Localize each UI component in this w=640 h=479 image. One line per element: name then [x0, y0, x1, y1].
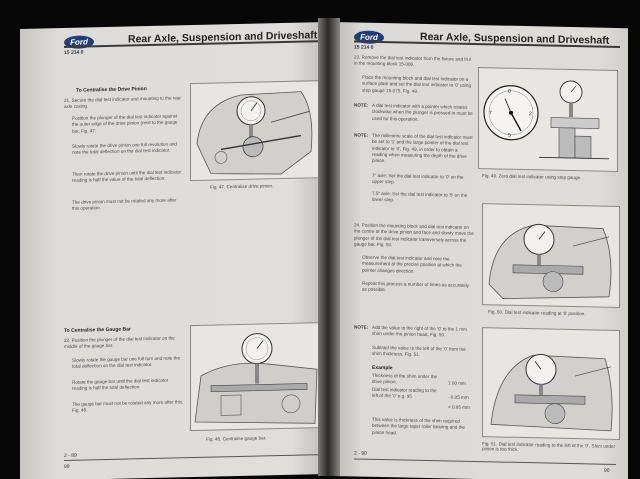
footer-rule [354, 458, 616, 465]
gauge-bar-illustration [194, 333, 318, 424]
note-text: A dial test indicator with a pointer whi… [372, 102, 473, 122]
step-text: Place the mounting block and dial test i… [362, 74, 472, 94]
figure-caption: Fig. 50. Dial test indicator reading at … [488, 309, 586, 317]
figure-49: 0 2 5 7 [478, 67, 618, 172]
step-text: 23. Remove the dial test indicator from … [354, 54, 472, 68]
book-gutter [318, 18, 340, 476]
footer-mark: 89 [64, 463, 70, 470]
step-text: 24. Position the mounting block and dial… [354, 222, 474, 248]
step-text: 21. Secure the dial test indicator and m… [64, 95, 181, 110]
note-label: NOTE: [354, 132, 369, 138]
section-heading: To Centralise the Gauge Bar [64, 326, 131, 334]
svg-text:7: 7 [489, 110, 492, 116]
page-number: 2 - 90 [354, 450, 367, 457]
figure-48 [190, 322, 322, 432]
example-row-value: = 0.95 mm [448, 404, 470, 410]
section-heading: To Centralise the Drive Pinion [76, 86, 147, 94]
example-heading: Example [372, 364, 393, 372]
footer-mark: 90 [604, 467, 610, 474]
step-text: Observe the dial test indicator and note… [362, 254, 462, 274]
figure-caption: Fig. 49. Zero dial test indicator using … [482, 173, 582, 181]
step-text: Rotate the gauge bar until the dial test… [72, 377, 169, 392]
axle-note: 7" axle: Set the dial test indicator to … [372, 172, 464, 185]
note-text: Subtract the value to the left of the '0… [372, 344, 466, 358]
step-text: Position the plunger of the dial test in… [72, 113, 178, 134]
figure-50 [482, 203, 620, 309]
note-text: The millimetre scale of the dial test in… [372, 132, 473, 164]
note-label: NOTE: [354, 102, 369, 108]
example-row-value: 1.00 mm [448, 380, 466, 386]
axle-note: 7.5" axle: Set the dial test indicator t… [372, 190, 468, 203]
shim-reading-illustration [490, 353, 613, 432]
example-row-value: - 0.05 mm [448, 394, 469, 400]
step-text: Repeat this process a number of times as… [362, 280, 469, 293]
step-text: 22. Position the plunger of the dial tes… [64, 335, 175, 350]
page-number: 2 - 89 [64, 452, 77, 459]
step-text: The gauge bar must not be rotated any mo… [72, 399, 184, 414]
doc-code: 15 214 0 [64, 49, 84, 56]
right-page: Ford Rear Axle, Suspension and Driveshaf… [332, 22, 628, 479]
figure-caption: Fig. 47. Centralise drive pinion. [210, 183, 274, 190]
figure-47 [190, 80, 320, 182]
step-text: Slowly rotate the drive pinion one full … [72, 141, 177, 156]
svg-text:0: 0 [508, 89, 511, 95]
example-result: This value is thickness of the shim requ… [372, 416, 465, 435]
note-text: Add the value to the right of the '0' to… [372, 324, 467, 338]
figure-caption: Fig. 51. Dial test indicator reading to … [482, 441, 616, 452]
doc-code: 15 214 0 [354, 44, 374, 51]
drive-pinion-illustration [196, 91, 313, 175]
footer-rule [64, 454, 322, 461]
example-row-label: Dial test indicator reading to the left … [372, 386, 437, 399]
step-text: Slowly rotate the gauge bar one full tur… [72, 355, 181, 370]
svg-text:5: 5 [508, 133, 511, 139]
pinion-depth-illustration [488, 223, 612, 299]
figure-caption: Fig. 48. Centralise gauge bar. [206, 435, 267, 442]
note-label: NOTE: [354, 324, 369, 330]
step-gauge-illustration: 0 2 5 7 [483, 80, 609, 160]
left-page: Ford Rear Axle, Suspension and Driveshaf… [20, 22, 328, 479]
example-row-label: Thickness of the shim under the drive pi… [372, 372, 438, 385]
step-text: Then rotate the drive pinion until the d… [72, 169, 182, 184]
figure-51 [482, 327, 620, 441]
step-text: The drive pinion must not be rotated any… [72, 197, 177, 212]
svg-text:2: 2 [529, 111, 532, 117]
